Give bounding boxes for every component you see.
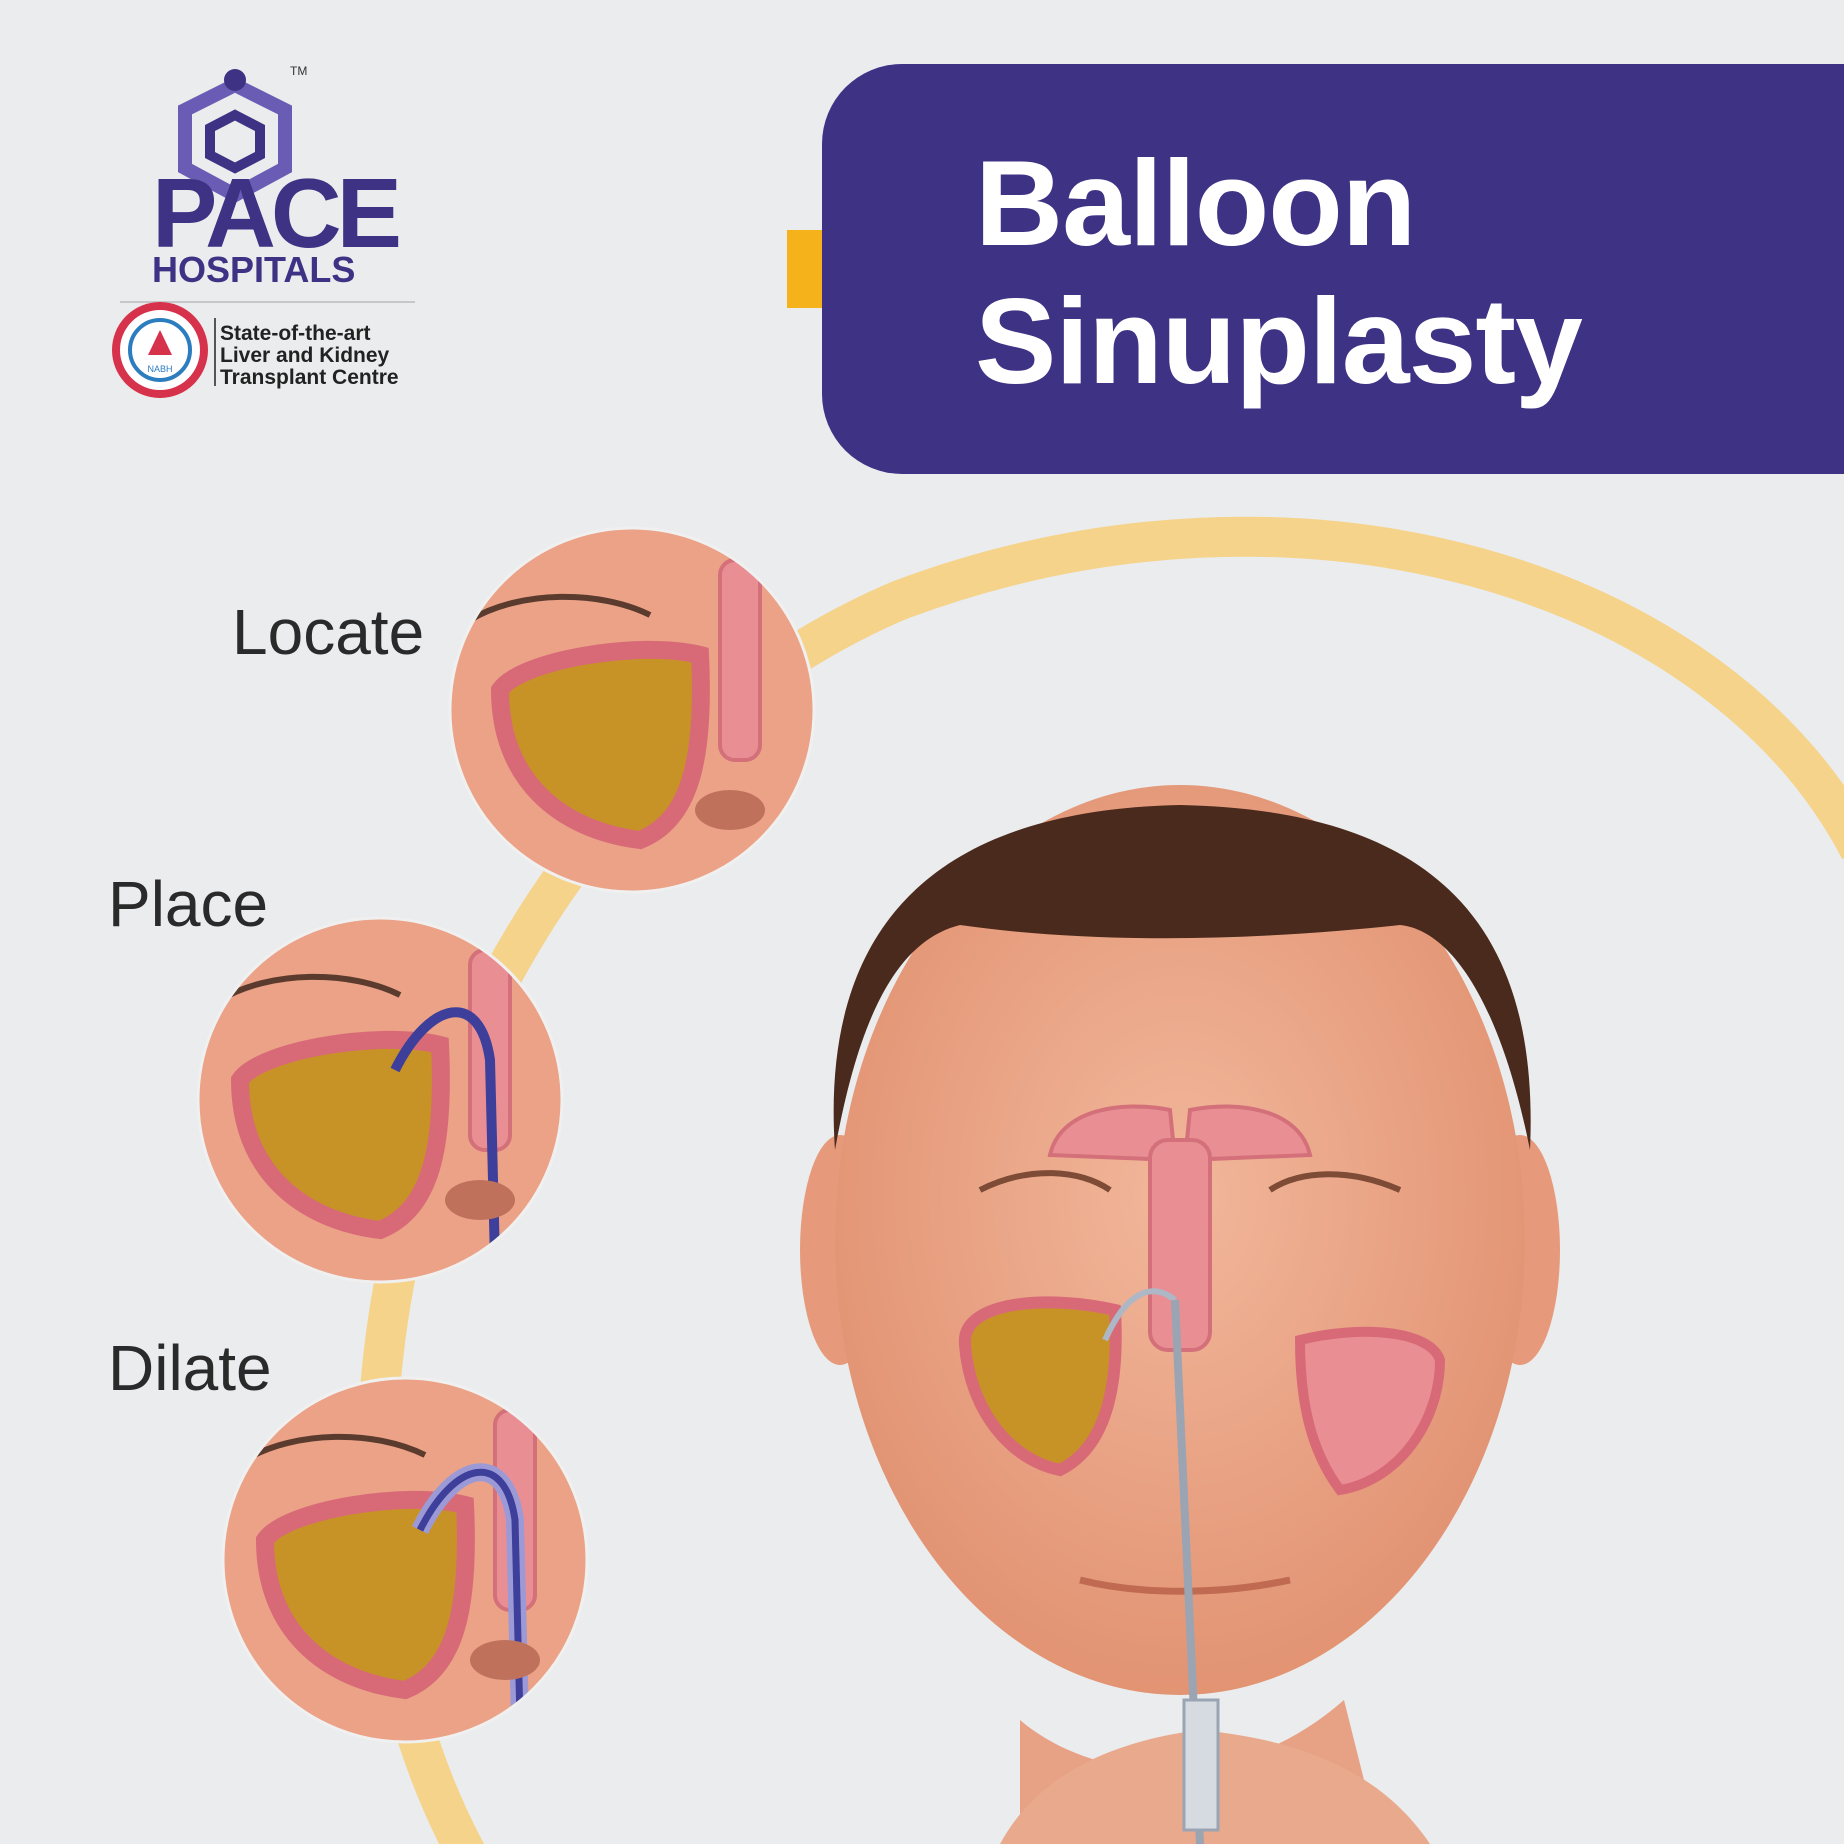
step-place-ring — [196, 916, 564, 1284]
trademark: TM — [290, 64, 308, 78]
patient-face-illustration — [800, 785, 1560, 1844]
title-banner — [822, 64, 1844, 474]
step-dilate-image — [223, 1378, 587, 1742]
brand-name: PACE — [152, 158, 402, 268]
step-label-locate: Locate — [232, 596, 425, 668]
step-locate-image — [450, 528, 814, 892]
title-line-1: Balloon — [975, 135, 1416, 271]
tagline-line-3: Transplant Centre — [220, 366, 399, 389]
seal-text: NABH — [147, 364, 172, 374]
brand-subtitle: HOSPITALS — [152, 249, 356, 290]
tagline-line-2: Liver and Kidney — [220, 344, 390, 367]
step-dilate-ring — [221, 1376, 589, 1744]
tagline: State-of-the-art Liver and Kidney Transp… — [220, 323, 399, 389]
hexagon-logo-icon — [178, 69, 292, 203]
step-label-dilate: Dilate — [108, 1332, 272, 1404]
logo-graphic: NABH — [112, 69, 415, 398]
nabh-seal-icon: NABH — [112, 302, 208, 398]
hospital-logo: NABH TM PACE HOSPITALS — [110, 60, 430, 400]
step-locate-ring — [448, 526, 816, 894]
title-line-2: Sinuplasty — [975, 273, 1583, 409]
step-label-place: Place — [108, 868, 269, 940]
step-place-image — [198, 918, 562, 1282]
tagline-line-1: State-of-the-art — [220, 322, 371, 345]
